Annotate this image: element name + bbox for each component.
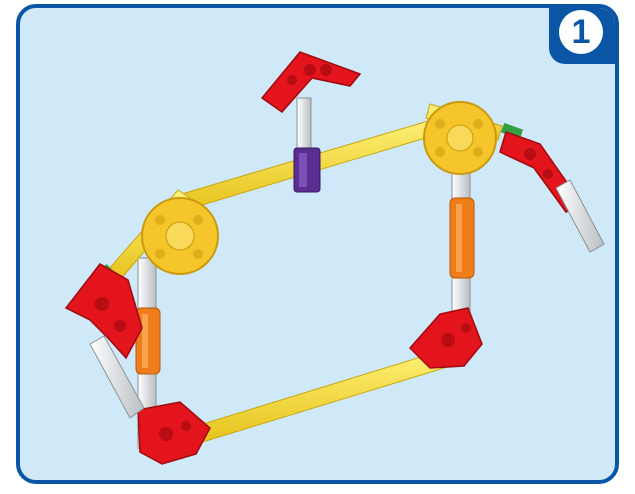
instruction-panel: 1 [16, 4, 619, 484]
yellow-connector-right [424, 102, 496, 174]
step-number: 1 [559, 10, 603, 54]
red-connector-bottom-right [410, 308, 482, 368]
white-rod-angled-right [556, 180, 604, 252]
yellow-rod-bottom [190, 348, 457, 444]
construction-model-illustration [20, 8, 619, 484]
step-number-badge: 1 [549, 4, 619, 64]
orange-connector-right [450, 198, 474, 278]
red-connector-bottom-left [138, 402, 210, 464]
purple-clip [294, 148, 320, 192]
yellow-connector-left [142, 198, 218, 274]
